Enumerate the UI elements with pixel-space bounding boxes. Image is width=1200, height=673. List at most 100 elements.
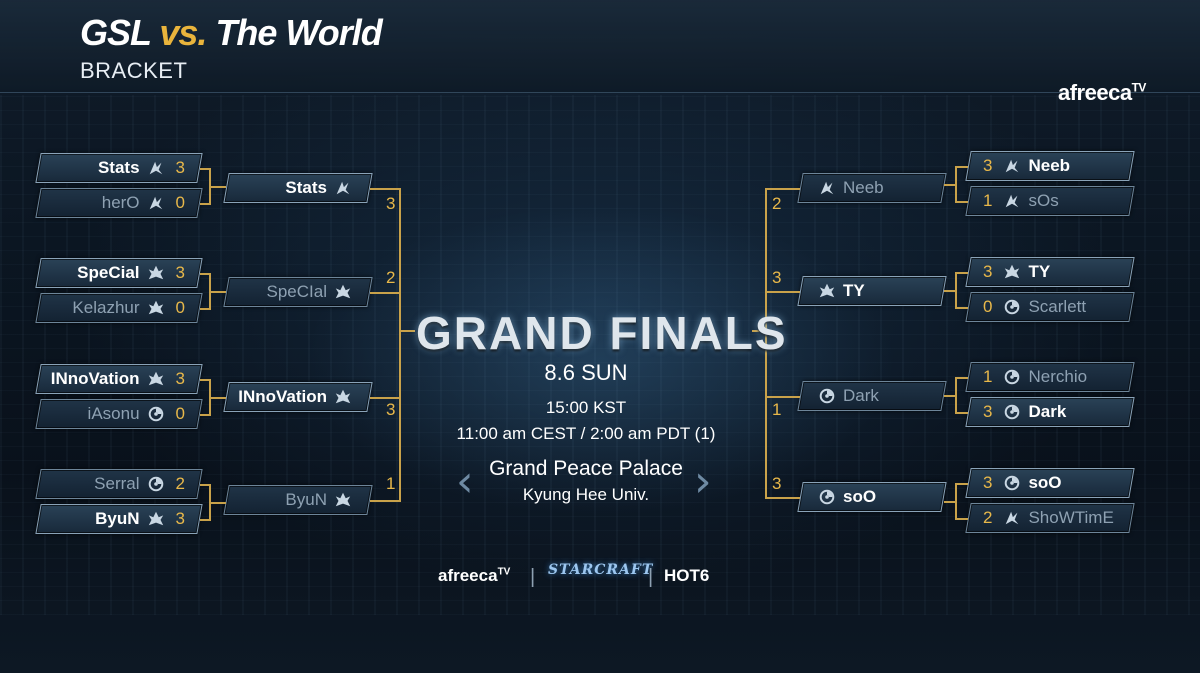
right-right_ro16-slot[interactable]: 1 sOs: [965, 186, 1134, 216]
bracket-connector: [944, 184, 956, 186]
round-score: 2: [386, 268, 395, 288]
bracket-connector: [209, 291, 226, 293]
bracket-connector: [766, 188, 800, 190]
player-score: 1: [983, 367, 992, 387]
slot-content: 0Scarlett: [969, 293, 1131, 321]
bracket-connector: [209, 502, 226, 504]
player-name: Stats: [98, 158, 140, 178]
protoss-icon: [146, 193, 166, 213]
player-score: 3: [983, 156, 992, 176]
round-score: 3: [386, 194, 395, 214]
right-right_qf-slot[interactable]: Neeb: [797, 173, 946, 203]
player-name: Neeb: [1028, 156, 1070, 176]
sponsor-hot6: HOT6: [664, 566, 709, 586]
left-left_qf-slot[interactable]: ByuN: [223, 485, 372, 515]
bracket-connector: [766, 291, 800, 293]
page-subtitle: BRACKET: [80, 58, 187, 84]
round-score: 1: [386, 474, 395, 494]
slot-content: 1Nerchio: [969, 363, 1131, 391]
event-time-kst: 15:00 KST: [416, 398, 756, 418]
player-name: ByuN: [95, 509, 139, 529]
player-name: TY: [1028, 262, 1050, 282]
player-name: Stats: [285, 178, 327, 198]
bracket-connector: [956, 166, 968, 168]
player-name: iAsonu: [88, 404, 140, 424]
slot-content: Stats 3: [39, 154, 199, 182]
slot-content: ByuN 3: [39, 505, 199, 533]
right-right_qf-slot[interactable]: TY: [797, 276, 946, 306]
left-left_qf-slot[interactable]: SpeCIal: [223, 277, 372, 307]
slot-content: ByuN: [227, 486, 369, 514]
broadcaster-logo-text: afreeca: [1058, 80, 1132, 105]
slot-content: INnoVation: [227, 383, 369, 411]
player-name: herO: [102, 193, 140, 213]
bracket-connector: [956, 307, 968, 309]
bracket-connector: [944, 395, 956, 397]
protoss-icon: [146, 158, 166, 178]
player-score: 3: [176, 158, 185, 178]
slot-content: 3Dark: [969, 398, 1131, 426]
terran-icon: [333, 282, 353, 302]
broadcaster-logo-tv: TV: [1132, 81, 1146, 95]
player-score: 3: [176, 509, 185, 529]
left-left_qf-slot[interactable]: Stats: [223, 173, 372, 203]
right-right_qf-slot[interactable]: Dark: [797, 381, 946, 411]
broadcaster-logo: afreecaTV: [1058, 80, 1146, 106]
bracket-connector: [370, 188, 400, 190]
player-name: TY: [843, 281, 865, 301]
right-right_ro16-slot[interactable]: 3 Neeb: [965, 151, 1134, 181]
chevron-right-icon[interactable]: ›: [694, 460, 712, 504]
player-score: 3: [176, 369, 185, 389]
player-score: 1: [983, 191, 992, 211]
bracket-connector: [956, 483, 968, 485]
player-name: ShoWTimE: [1028, 508, 1113, 528]
sponsor-starcraft-logo: STARCRAFT: [548, 562, 653, 578]
left-left_ro16-slot[interactable]: iAsonu 0: [35, 399, 202, 429]
left-left_ro16-slot[interactable]: Stats 3: [35, 153, 202, 183]
bracket-connector: [956, 201, 968, 203]
slot-content: Serral2: [39, 470, 199, 498]
slot-content: Neeb: [801, 174, 943, 202]
terran-icon: [1002, 262, 1022, 282]
bracket-connector: [370, 397, 400, 399]
zerg-icon: [817, 386, 837, 406]
sponsor-afreeca: afreecaTV: [438, 566, 510, 586]
zerg-icon: [1002, 297, 1022, 317]
terran-icon: [817, 281, 837, 301]
player-name: sOs: [1028, 191, 1058, 211]
player-name: Kelazhur: [72, 298, 139, 318]
slot-content: 2ShoWTimE: [969, 504, 1131, 532]
round-score: 3: [386, 400, 395, 420]
bracket-connector: [766, 396, 800, 398]
player-name: soO: [843, 487, 876, 507]
bracket-connector: [399, 240, 401, 450]
player-score: 0: [176, 404, 185, 424]
slot-content: Stats: [227, 174, 369, 202]
terran-icon: [333, 387, 353, 407]
zerg-icon: [1002, 473, 1022, 493]
sponsor-divider: |: [530, 566, 535, 589]
chevron-left-icon[interactable]: ‹: [456, 460, 474, 504]
right-right_qf-slot[interactable]: soO: [797, 482, 946, 512]
bracket-connector: [956, 272, 968, 274]
player-name: Scarlett: [1028, 297, 1086, 317]
left-left_ro16-slot[interactable]: ByuN 3: [35, 504, 202, 534]
header-bar: GSL vs. The World BRACKET: [0, 0, 1200, 93]
left-left_qf-slot[interactable]: INnoVation: [223, 382, 372, 412]
player-name: soO: [1028, 473, 1061, 493]
page-title: GSL vs. The World: [80, 12, 382, 54]
